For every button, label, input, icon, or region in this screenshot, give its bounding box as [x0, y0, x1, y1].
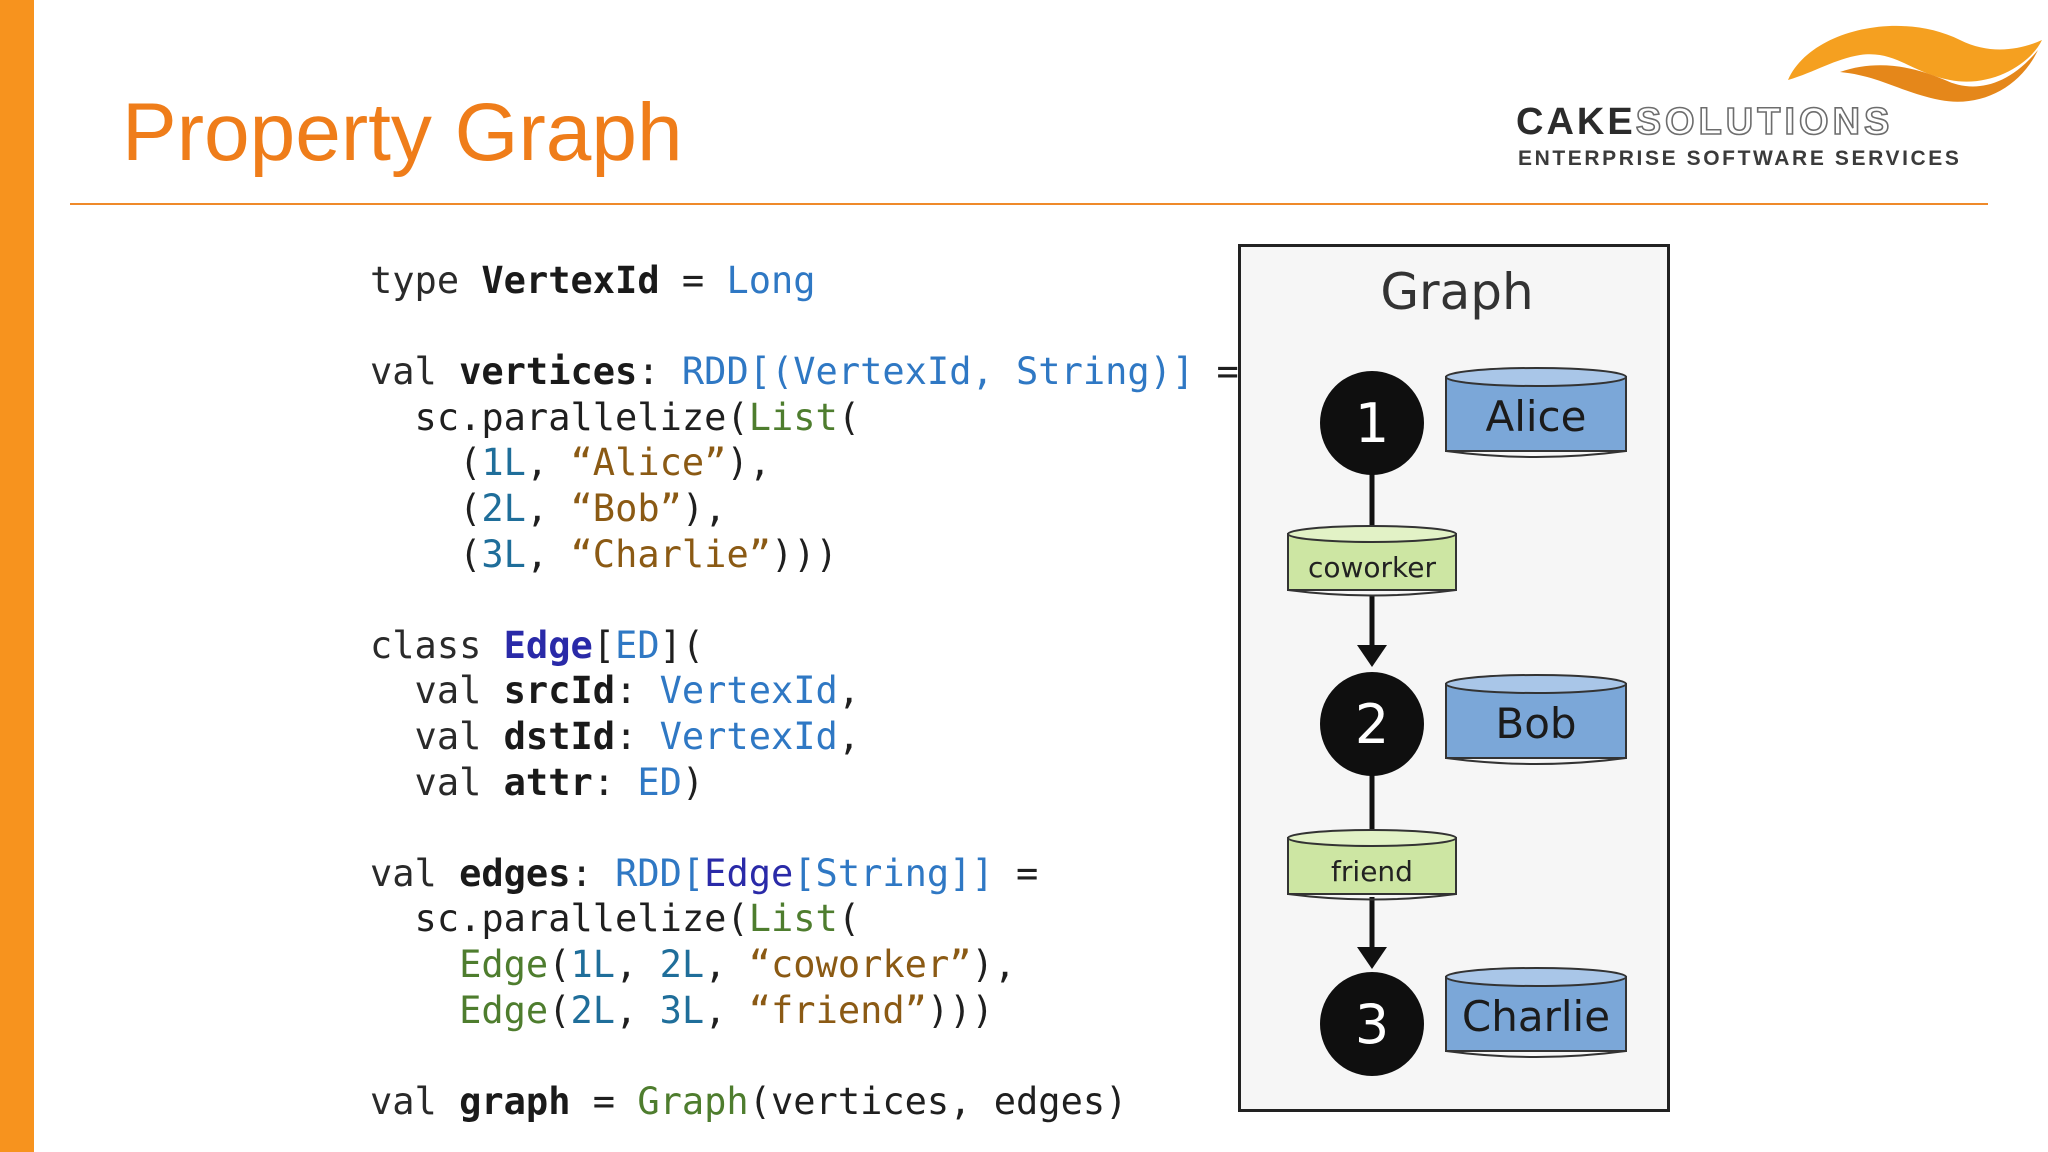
code-line: type VertexId = Long [370, 259, 816, 302]
vertex-node: 1 [1320, 371, 1424, 475]
logo-tagline: ENTERPRISE SOFTWARE SERVICES [1518, 147, 1962, 170]
code-line: (3L, “Charlie”))) [370, 532, 838, 576]
slide-title: Property Graph [122, 87, 683, 178]
code-line: sc.parallelize(List( [370, 395, 861, 439]
edge-label: friend [1331, 855, 1413, 888]
code-line: val edges: RDD[Edge[String]] = [370, 851, 1039, 895]
company-logo: CAKESOLUTIONS ENTERPRISE SOFTWARE SERVIC… [1500, 10, 2048, 170]
vertex-property: Bob [1445, 674, 1627, 765]
code-line: val attr: ED) [370, 760, 705, 804]
code-line: (2L, “Bob”), [370, 486, 727, 530]
logo-wordmark: CAKESOLUTIONS [1516, 101, 1894, 143]
code-block: type VertexId = Long val vertices: RDD[(… [370, 258, 1239, 1124]
code-line: Edge(2L, 3L, “friend”))) [459, 988, 994, 1032]
vertex-id: 3 [1355, 993, 1389, 1056]
vertex-property: Alice [1445, 367, 1627, 458]
graph-diagram: Graph 1 Alice coworker [1238, 244, 1670, 1112]
code-line: Edge(1L, 2L, “coworker”), [459, 942, 1017, 986]
diagram-title: Graph [1380, 263, 1533, 321]
vertex-id: 1 [1355, 392, 1389, 455]
graph-diagram-canvas: Graph 1 Alice coworker [1287, 263, 1627, 1076]
title-divider [70, 203, 1988, 205]
vertex-node: 3 [1320, 972, 1424, 1076]
code-line: val srcId: VertexId, [370, 669, 861, 713]
logo-wordmark-solutions: SOLUTIONS [1635, 101, 1894, 143]
accent-side-bar [0, 0, 34, 1152]
code-line: class Edge[ED]( [370, 623, 705, 667]
vertex-label: Charlie [1462, 992, 1610, 1041]
code-line: (1L, “Alice”), [370, 441, 772, 485]
vertex-id: 2 [1355, 693, 1389, 756]
code-line: val graph = Graph(vertices, edges) [370, 1079, 1128, 1123]
edge-label: coworker [1308, 551, 1437, 584]
edge-property: friend [1287, 829, 1457, 901]
logo-wordmark-cake: CAKE [1516, 101, 1636, 143]
vertex-property: Charlie [1445, 967, 1627, 1058]
vertex-label: Bob [1495, 699, 1576, 748]
code-line: val vertices: RDD[(VertexId, String)] = [370, 350, 1239, 394]
code-line: sc.parallelize(List( [370, 897, 861, 941]
edge-property: coworker [1287, 525, 1457, 597]
vertex-label: Alice [1485, 392, 1586, 441]
code-line: val dstId: VertexId, [370, 714, 861, 758]
logo-swoosh-icon [1788, 25, 2042, 102]
vertex-node: 2 [1320, 672, 1424, 776]
